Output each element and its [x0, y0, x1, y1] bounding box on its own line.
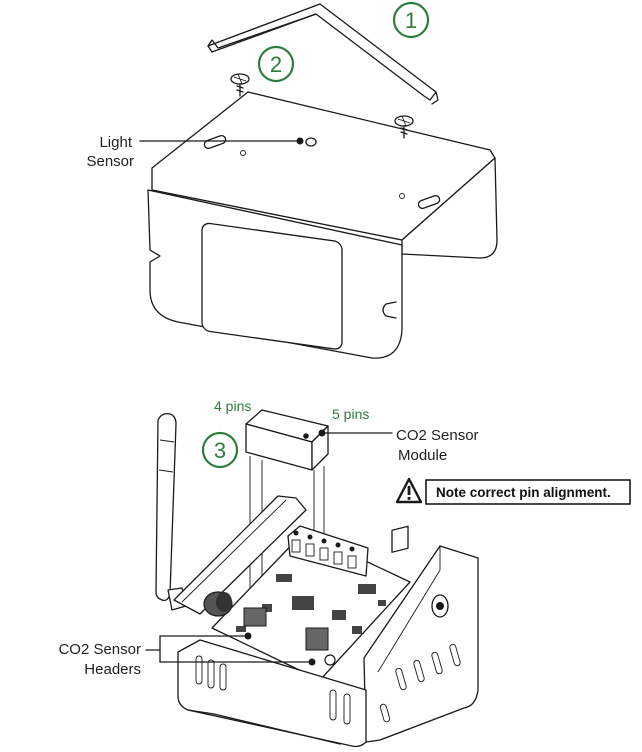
callout-3-number: 3 [214, 438, 226, 463]
light-sensor-leader [139, 137, 304, 145]
callout-1-number: 1 [405, 8, 417, 33]
callout-1-circle [392, 1, 430, 39]
screw-left [230, 73, 250, 97]
light-sensor-label-2: Sensor [86, 153, 134, 170]
connector-knob [203, 591, 233, 617]
warning-box: Note correct pin alignment. [425, 479, 631, 505]
cover-plate [147, 91, 498, 359]
warning-text: Note correct pin alignment. [436, 485, 611, 500]
callout-3: 3 [201, 431, 239, 469]
pins-left-label: 4 pins [214, 398, 251, 414]
board-components [236, 574, 386, 666]
callout-1: 1 [392, 1, 430, 39]
co2-sensor-module [245, 409, 329, 471]
screw-right [394, 115, 414, 139]
callout-2: 2 [257, 45, 295, 83]
co2-module-label: CO2 Sensor [396, 427, 479, 444]
co2-headers-leader [145, 632, 316, 666]
warning-triangle-icon [395, 477, 423, 504]
callout-3-circle [201, 431, 239, 469]
pins-right-label: 5 pins [332, 406, 369, 422]
light-sensor-label: Light [99, 134, 132, 151]
enclosure-base [173, 495, 479, 748]
co2-headers-label: CO2 Sensor [58, 641, 141, 658]
co2-module-label-2: Module [398, 447, 447, 464]
antenna [155, 412, 187, 611]
callout-2-circle [257, 45, 295, 83]
co2-headers [243, 607, 329, 651]
callout-2-number: 2 [270, 52, 282, 77]
co2-headers-label-2: Headers [84, 661, 141, 678]
bracket-clip [207, 3, 439, 105]
light-sensor-hole [305, 137, 317, 147]
co2-module-leader [318, 429, 393, 437]
terminal-block [287, 525, 369, 577]
